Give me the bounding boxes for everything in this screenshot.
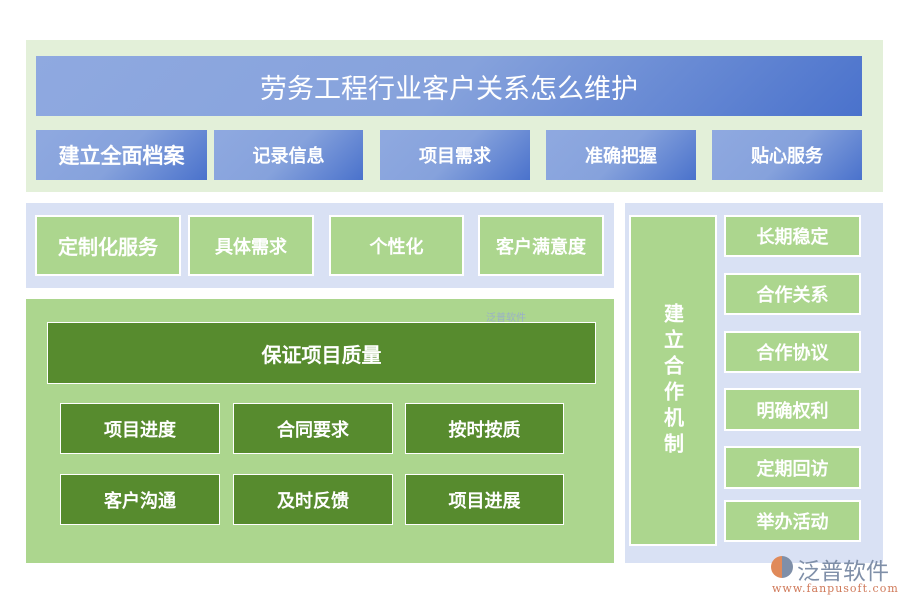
top-item: 记录信息 — [214, 130, 363, 180]
mid-item: 定制化服务 — [35, 215, 181, 276]
quality-item: 客户沟通 — [60, 474, 220, 525]
top-item: 项目需求 — [380, 130, 530, 180]
mechanism-item: 合作关系 — [724, 273, 861, 315]
mechanism-item: 定期回访 — [724, 446, 861, 489]
logo-name: 泛普软件 — [797, 559, 889, 585]
mid-item: 个性化 — [329, 215, 464, 276]
watermark-small: 泛普软件 — [486, 313, 526, 324]
quality-item: 项目进展 — [405, 474, 564, 525]
mechanism-item: 长期稳定 — [724, 215, 861, 257]
quality-item: 及时反馈 — [233, 474, 393, 525]
mid-item: 客户满意度 — [478, 215, 604, 276]
mechanism-item: 明确权利 — [724, 388, 861, 431]
mechanism-item: 合作协议 — [724, 331, 861, 373]
mid-item: 具体需求 — [188, 215, 314, 276]
fanpu-logo-icon — [771, 556, 793, 578]
quality-item: 项目进度 — [60, 403, 220, 454]
logo-url: www.fanpusoft.com — [772, 582, 899, 595]
quality-item: 合同要求 — [233, 403, 393, 454]
quality-item: 按时按质 — [405, 403, 564, 454]
mechanism-item: 举办活动 — [724, 500, 861, 542]
main-title: 劳务工程行业客户关系怎么维护 — [36, 56, 862, 116]
quality-title: 保证项目质量 — [47, 322, 596, 384]
top-item: 贴心服务 — [712, 130, 862, 180]
top-item: 建立全面档案 — [36, 130, 207, 180]
top-item: 准确把握 — [546, 130, 696, 180]
mechanism-title: 建立合作机制 — [629, 215, 717, 546]
